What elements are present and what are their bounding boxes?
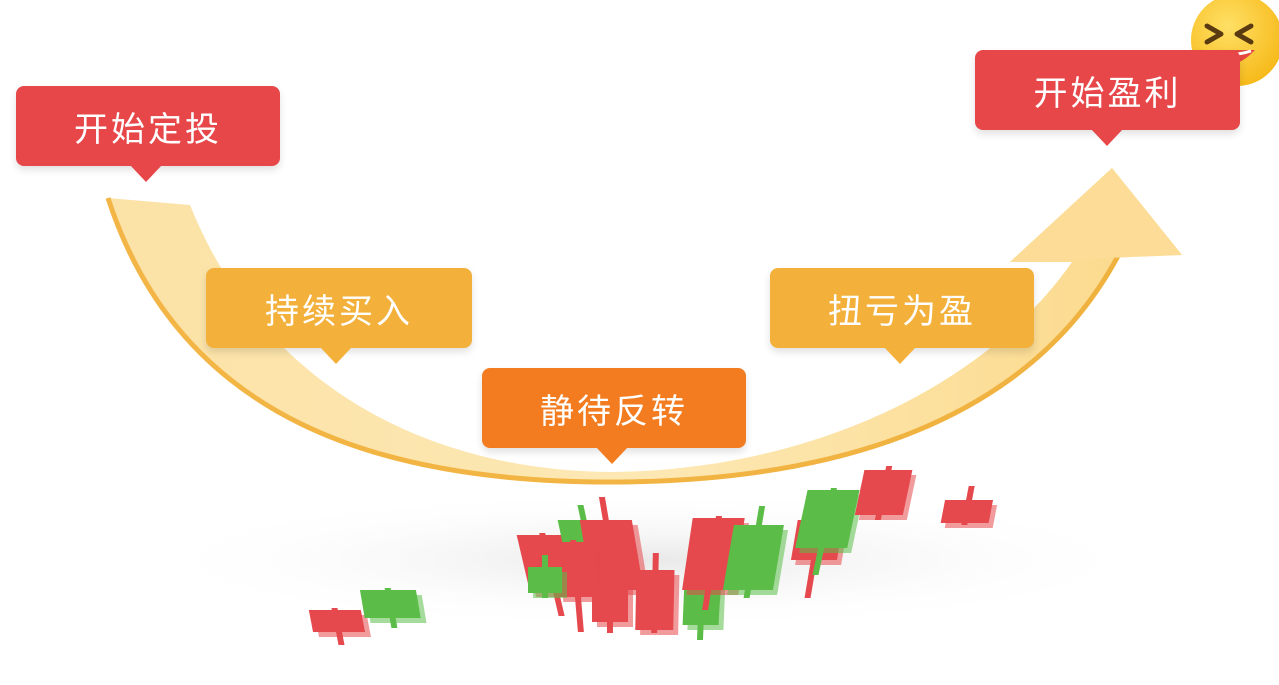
candle-body [940,500,994,523]
candle-body [528,567,562,593]
candlestick-2 [359,588,427,628]
label-start-investing: 开始定投 [16,86,280,182]
label-await-reversal: 静待反转 [482,368,746,464]
label-keep-buying: 持续买入 [206,268,472,364]
candlestick-17 [940,486,998,528]
candle-body [635,570,675,630]
label-start-profiting: 开始盈利 [975,50,1240,146]
candle-body [359,590,421,618]
candlestick-7 [528,555,567,598]
candlestick-row [308,466,998,645]
candle-body [722,525,784,590]
candlestick-8 [592,580,633,633]
candlestick-9 [635,553,680,635]
candle-body [308,610,366,632]
u-curve-arrow-icon [105,168,1182,485]
candle-body [592,582,628,622]
candlestick-15 [795,488,864,575]
candlestick-1 [308,608,371,645]
candlestick-16 [854,466,917,520]
candle-body [795,490,860,548]
candlestick-13 [722,506,789,598]
label-turn-profitable: 扭亏为盈 [770,268,1034,364]
candle-body [854,470,913,515]
